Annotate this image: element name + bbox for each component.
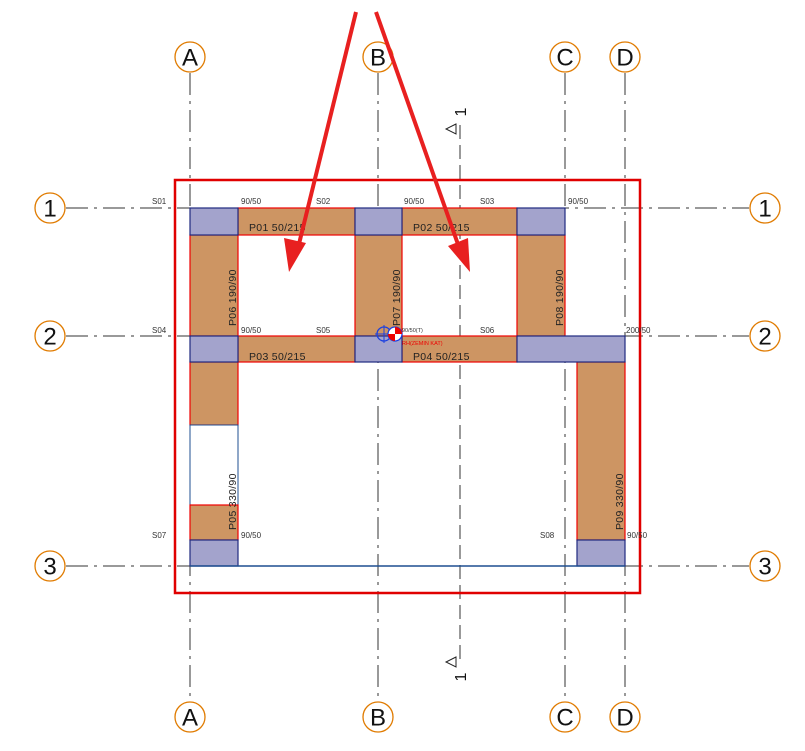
svg-text:B: B xyxy=(370,705,386,732)
label-p08: P08 190/90 xyxy=(554,269,566,326)
column-s07[interactable] xyxy=(189,539,239,567)
size-s04: 90/50 xyxy=(241,326,262,335)
svg-text:C: C xyxy=(556,705,573,732)
svg-text:3: 3 xyxy=(758,554,771,581)
column-labels: S01 S02 S03 S04 S05 S06 S07 S08 90/50 90… xyxy=(152,197,651,540)
label-p03: P03 50/215 xyxy=(249,351,306,363)
wall-p05-opening xyxy=(189,424,239,506)
bubble-d-top[interactable]: D xyxy=(609,41,641,73)
size-s06: 200/50 xyxy=(626,326,651,335)
label-p07: P07 190/90 xyxy=(391,269,403,326)
svg-text:1: 1 xyxy=(758,196,771,223)
wall-p09[interactable] xyxy=(576,361,626,541)
label-s03: S03 xyxy=(480,197,495,206)
arrow-left-icon xyxy=(296,11,358,249)
size-s01: 90/50 xyxy=(241,197,262,206)
wall-labels: P01 50/215 P02 50/215 P03 50/215 P04 50/… xyxy=(227,222,626,530)
label-s04: S04 xyxy=(152,326,167,335)
bubble-c-bottom[interactable]: C xyxy=(549,701,581,733)
label-p06: P06 190/90 xyxy=(227,269,239,326)
bubble-b-top[interactable]: B xyxy=(362,41,394,73)
size-s02: 90/50 xyxy=(404,197,425,206)
label-p04: P04 50/215 xyxy=(413,351,470,363)
grid-lines xyxy=(66,73,749,702)
wall-p05-lower[interactable] xyxy=(189,504,239,541)
svg-text:C: C xyxy=(556,45,573,72)
size-s03: 90/50 xyxy=(568,197,589,206)
label-p09: P09 330/90 xyxy=(614,473,626,530)
origin-label-floor: RH(ZEMIN KAT) xyxy=(402,341,443,347)
section-label-top: 1 xyxy=(453,107,470,116)
column-s04[interactable] xyxy=(189,335,239,363)
section-mark-top: 1 xyxy=(444,107,470,135)
bubble-1-left[interactable]: 1 xyxy=(34,192,66,224)
label-s06: S06 xyxy=(480,326,495,335)
bubble-c-top[interactable]: C xyxy=(549,41,581,73)
svg-text:2: 2 xyxy=(758,324,771,351)
section-arrow-icon xyxy=(444,123,457,135)
bubble-3-right[interactable]: 3 xyxy=(749,550,781,582)
label-s08: S08 xyxy=(540,531,555,540)
bubble-2-right[interactable]: 2 xyxy=(749,320,781,352)
selection-frame[interactable] xyxy=(173,178,642,595)
origin-marker[interactable]: 90/50(T) RH(ZEMIN KAT) xyxy=(375,325,443,347)
section-label-bottom: 1 xyxy=(453,672,470,681)
label-s01: S01 xyxy=(152,197,167,206)
annotation-arrows xyxy=(284,11,470,272)
wall-p03[interactable] xyxy=(237,335,356,363)
bubble-b-bottom[interactable]: B xyxy=(362,701,394,733)
bubble-a-top[interactable]: A xyxy=(174,41,206,73)
bubble-2-left[interactable]: 2 xyxy=(34,320,66,352)
wall-p02[interactable] xyxy=(401,207,518,236)
svg-text:1: 1 xyxy=(43,196,56,223)
column-s06[interactable] xyxy=(516,335,626,363)
section-mark-bottom: 1 xyxy=(444,656,470,681)
label-s05: S05 xyxy=(316,326,331,335)
label-s02: S02 xyxy=(316,197,331,206)
column-s01[interactable] xyxy=(189,207,239,236)
bubble-3-left[interactable]: 3 xyxy=(34,550,66,582)
origin-label-size: 90/50(T) xyxy=(402,328,423,334)
svg-text:3: 3 xyxy=(43,554,56,581)
svg-text:2: 2 xyxy=(43,324,56,351)
wall-p05-upper[interactable] xyxy=(189,361,239,426)
svg-text:B: B xyxy=(370,45,386,72)
columns xyxy=(189,207,626,567)
arrow-right-icon xyxy=(374,11,462,251)
svg-text:A: A xyxy=(182,45,198,72)
section-arrow-icon xyxy=(444,656,457,668)
svg-text:D: D xyxy=(616,45,633,72)
size-s07: 90/50 xyxy=(241,531,262,540)
label-p01: P01 50/215 xyxy=(249,222,306,234)
label-s07: S07 xyxy=(152,531,167,540)
grid-bubbles: A B C D A B C D 1 2 3 1 2 3 xyxy=(34,41,781,733)
size-s08: 90/50 xyxy=(627,531,648,540)
column-s03[interactable] xyxy=(516,207,566,236)
bubble-a-bottom[interactable]: A xyxy=(174,701,206,733)
bubble-d-bottom[interactable]: D xyxy=(609,701,641,733)
label-p02: P02 50/215 xyxy=(413,222,470,234)
label-p05: P05 330/90 xyxy=(227,473,239,530)
column-s08[interactable] xyxy=(576,539,626,567)
walls xyxy=(189,207,626,541)
svg-text:A: A xyxy=(182,705,198,732)
bubble-1-right[interactable]: 1 xyxy=(749,192,781,224)
svg-text:D: D xyxy=(616,705,633,732)
column-s02[interactable] xyxy=(354,207,403,236)
